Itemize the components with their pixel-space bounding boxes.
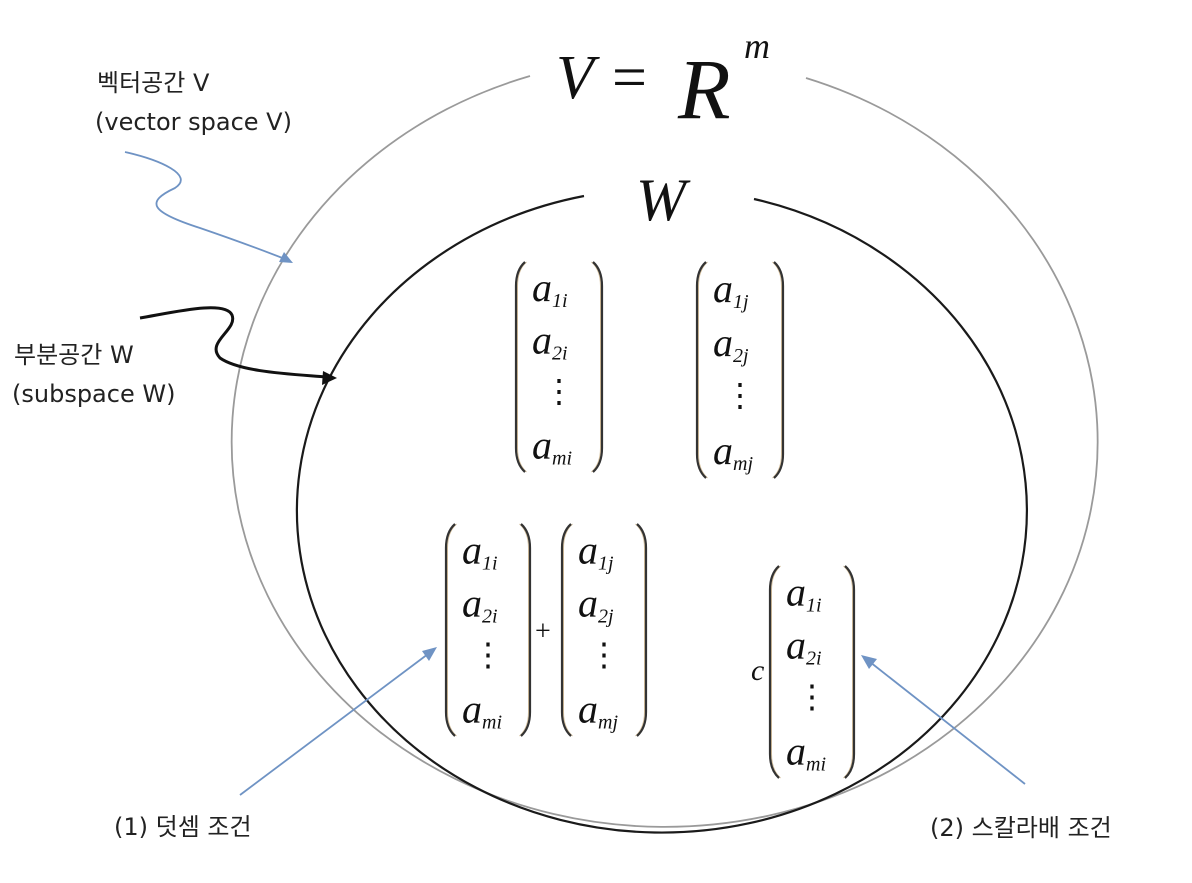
vector-space-circle xyxy=(230,75,1099,828)
vector-j-entry-2j: a2j xyxy=(713,320,749,367)
sum-vector-i: a1i a2i ⋮ ami xyxy=(444,523,532,737)
subspace-label-ko: 부분공간 W xyxy=(14,341,134,369)
sum-vector-j-right-paren xyxy=(636,523,648,737)
scaled-vector-i: a1i a2i ⋮ ami xyxy=(768,565,856,779)
vector-j-entry-mj: amj xyxy=(713,428,753,475)
sum-vector-j-entry-mj: amj xyxy=(578,686,618,733)
vector-i-vdots: ⋮ xyxy=(543,373,575,409)
scaled-vector-i-entry-2i: a2i xyxy=(786,622,822,669)
vector-i-right-paren xyxy=(592,261,604,473)
vector-i-entry-mi: ami xyxy=(532,423,572,470)
vector-j: a1j a2j ⋮ amj xyxy=(695,261,785,479)
subspace-arrow xyxy=(139,306,337,385)
sum-vector-i-entry-2i: a2i xyxy=(462,580,498,627)
vector-j-left-paren-shade xyxy=(698,261,708,479)
title-r: R xyxy=(677,41,731,137)
scaled-vector-i-left-paren xyxy=(768,565,780,779)
vector-space-title: V = R m xyxy=(556,26,770,137)
vector-i-right-paren-shade xyxy=(591,261,601,473)
addition-arrow xyxy=(239,647,437,796)
addition-condition-label: (1) 덧셈 조건 xyxy=(114,813,252,841)
vector-j-right-paren xyxy=(773,261,785,479)
vector-i-left-paren xyxy=(514,261,526,473)
sum-vector-j-entry-2j: a2j xyxy=(578,580,614,627)
sum-vector-i-entry-1i: a1i xyxy=(462,527,498,574)
plus-operator: + xyxy=(535,616,551,647)
sum-vector-j-right-paren-shade xyxy=(635,523,645,737)
scaled-vector-i-left-paren-shade xyxy=(771,565,781,779)
vector-j-right-paren-shade xyxy=(772,261,782,479)
sum-vector-i-left-paren-shade xyxy=(447,523,457,737)
vector-i-left-paren-shade xyxy=(517,261,527,473)
sum-vector-j-entry-1j: a1j xyxy=(578,527,614,574)
scaled-vector-i-entry-1i: a1i xyxy=(786,569,822,616)
vector-i: a1i a2i ⋮ ami xyxy=(514,261,604,473)
vector-j-left-paren xyxy=(695,261,707,479)
scalar-arrow xyxy=(861,655,1026,785)
sum-vector-i-left-paren xyxy=(444,523,456,737)
subspace-title: W xyxy=(636,167,691,233)
vector-i-entry-2i: a2i xyxy=(532,318,568,365)
subspace-label-en: (subspace W) xyxy=(12,380,175,408)
vector-j-vdots: ⋮ xyxy=(724,377,756,413)
vector-j-entry-1j: a1j xyxy=(713,266,749,313)
sum-vector-i-vdots: ⋮ xyxy=(472,636,504,672)
sum-vector-i-right-paren-shade xyxy=(519,523,529,737)
vector-space-arrow xyxy=(124,151,293,263)
vector-space-label-ko: 벡터공간 V xyxy=(97,69,210,97)
sum-vector-j-vdots: ⋮ xyxy=(588,636,620,672)
title-m: m xyxy=(744,26,770,66)
scaled-vector-i-vdots: ⋮ xyxy=(796,678,828,714)
title-v: V xyxy=(556,44,600,112)
sum-vector-j-left-paren-shade xyxy=(563,523,573,737)
subspace-circle xyxy=(295,194,1028,834)
vector-i-entry-1i: a1i xyxy=(532,265,568,312)
sum-vector-j: a1j a2j ⋮ amj xyxy=(560,523,648,737)
scaled-vector-i-entry-mi: ami xyxy=(786,728,826,775)
scalar-condition-label: (2) 스칼라배 조건 xyxy=(930,814,1112,842)
sum-vector-i-entry-mi: ami xyxy=(462,686,502,733)
sum-vector-i-right-paren xyxy=(520,523,532,737)
vector-space-label-en: (vector space V) xyxy=(95,108,292,136)
title-equals: = xyxy=(612,44,647,112)
scaled-vector-i-right-paren-shade xyxy=(843,565,853,779)
scalar-c: c xyxy=(751,654,764,687)
sum-vector-j-left-paren xyxy=(560,523,572,737)
scaled-vector-i-right-paren xyxy=(844,565,856,779)
